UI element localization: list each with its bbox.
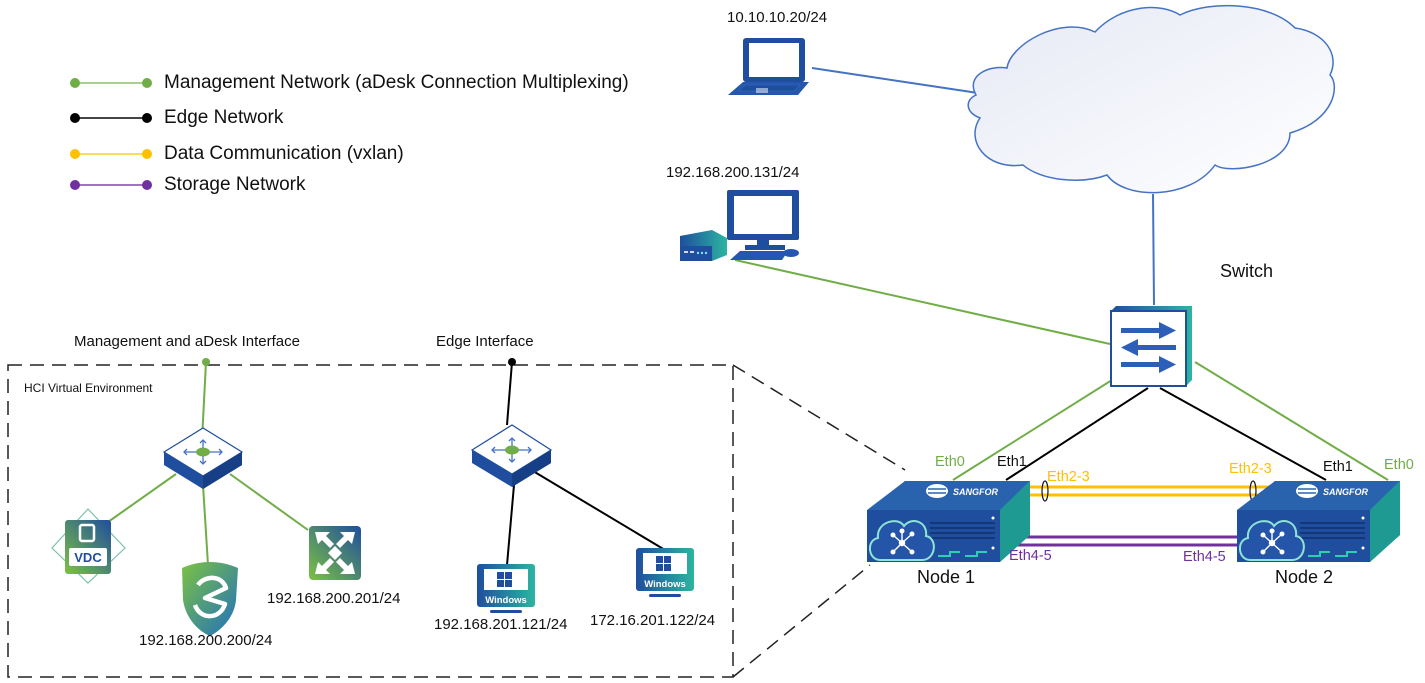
node1-eth1-label: Eth1 xyxy=(997,454,1027,470)
legend-label-management: Management Network (aDesk Connection Mul… xyxy=(164,72,629,93)
link-switch-node1-edge xyxy=(1005,387,1149,481)
legend-dot-icon xyxy=(70,180,80,190)
vdc-badge: VDC xyxy=(74,550,102,565)
node1-server-icon: SANGFOR xyxy=(867,481,1030,562)
zoom-line-top xyxy=(732,364,906,471)
edge-interface-dot-icon xyxy=(508,358,516,366)
zoom-line-bottom xyxy=(732,564,871,678)
legend-item-management xyxy=(70,78,152,88)
legend-dot-icon xyxy=(142,180,152,190)
link-switch-node2-edge xyxy=(1159,387,1327,481)
link-switch-node1-mgmt xyxy=(952,379,1113,481)
legend-item-edge xyxy=(70,113,152,123)
lag-bundle-icon xyxy=(1041,480,1049,502)
node2-eth0-label: Eth0 xyxy=(1384,457,1414,473)
legend-label-data: Data Communication (vxlan) xyxy=(164,143,404,164)
vm-expand-icon xyxy=(309,526,361,580)
laptop-ip-label: 10.10.10.20/24 xyxy=(727,9,828,26)
legend-item-storage xyxy=(70,180,152,190)
mgmt-interface-dot-icon xyxy=(202,358,210,366)
node1-brand: SANGFOR xyxy=(953,487,999,497)
link-switch-node2-mgmt xyxy=(1194,361,1389,481)
node2-server-icon: SANGFOR xyxy=(1237,481,1400,562)
desktop-computer-icon xyxy=(680,190,799,261)
legend-dot-icon xyxy=(70,149,80,159)
virtual-switch-mgmt-icon xyxy=(162,427,244,489)
node1-label: Node 1 xyxy=(917,567,976,587)
node2-label: Node 2 xyxy=(1275,567,1334,587)
hci-cloud-icon xyxy=(869,520,935,561)
windows-badge: Windows xyxy=(644,579,686,590)
node2-eth2-3-label: Eth2-3 xyxy=(1229,461,1272,477)
windows-vm-icon: Windows xyxy=(477,564,535,613)
legend-dot-icon xyxy=(142,113,152,123)
laptop-icon xyxy=(728,38,809,95)
hci-cloud-icon xyxy=(1239,520,1305,561)
switch-icon xyxy=(1110,306,1192,387)
vm-201-ip-label: 192.168.200.201/24 xyxy=(267,590,401,607)
virtual-switch-edge-icon xyxy=(470,424,553,487)
vdc-icon: VDC xyxy=(51,508,126,584)
switch-label: Switch xyxy=(1220,261,1274,281)
desktop-ip-label: 192.168.200.131/24 xyxy=(666,164,800,181)
edge-interface-label: Edge Interface xyxy=(436,333,534,350)
adesk-vm-ip-label: 192.168.200.200/24 xyxy=(139,632,273,649)
hci-environment-box xyxy=(7,364,906,678)
legend-dot-icon xyxy=(142,78,152,88)
legend-dot-icon xyxy=(70,78,80,88)
win2-ip-label: 172.16.201.122/24 xyxy=(590,612,716,629)
win1-ip-label: 192.168.201.121/24 xyxy=(434,616,568,633)
node2-eth4-5-label: Eth4-5 xyxy=(1183,549,1226,565)
node2-brand: SANGFOR xyxy=(1323,487,1369,497)
link-cloud-switch xyxy=(1152,193,1155,306)
link-laptop-cloud xyxy=(811,67,979,94)
adesk-shield-icon xyxy=(182,562,238,636)
legend-item-data xyxy=(70,149,152,159)
cloud-icon xyxy=(967,4,1336,194)
node1-eth2-3-label: Eth2-3 xyxy=(1047,469,1090,485)
node1-eth0-label: Eth0 xyxy=(935,454,965,470)
mgmt-interface-label: Management and aDesk Interface xyxy=(74,333,300,350)
node1-eth4-5-label: Eth4-5 xyxy=(1009,548,1052,564)
windows-vm-icon: Windows xyxy=(636,548,694,597)
legend-label-storage: Storage Network xyxy=(164,174,306,195)
legend xyxy=(70,78,152,190)
windows-badge: Windows xyxy=(485,595,527,606)
node2-eth1-label: Eth1 xyxy=(1323,459,1353,475)
legend-dot-icon xyxy=(142,149,152,159)
legend-dot-icon xyxy=(70,113,80,123)
link-desktop-switch xyxy=(734,259,1111,345)
hci-links xyxy=(107,358,666,566)
legend-label-edge: Edge Network xyxy=(164,107,284,128)
hci-environment-title: HCI Virtual Environment xyxy=(24,381,153,395)
links xyxy=(734,67,1389,547)
sangfor-logo-icon xyxy=(1296,484,1318,498)
sangfor-logo-icon xyxy=(926,484,948,498)
